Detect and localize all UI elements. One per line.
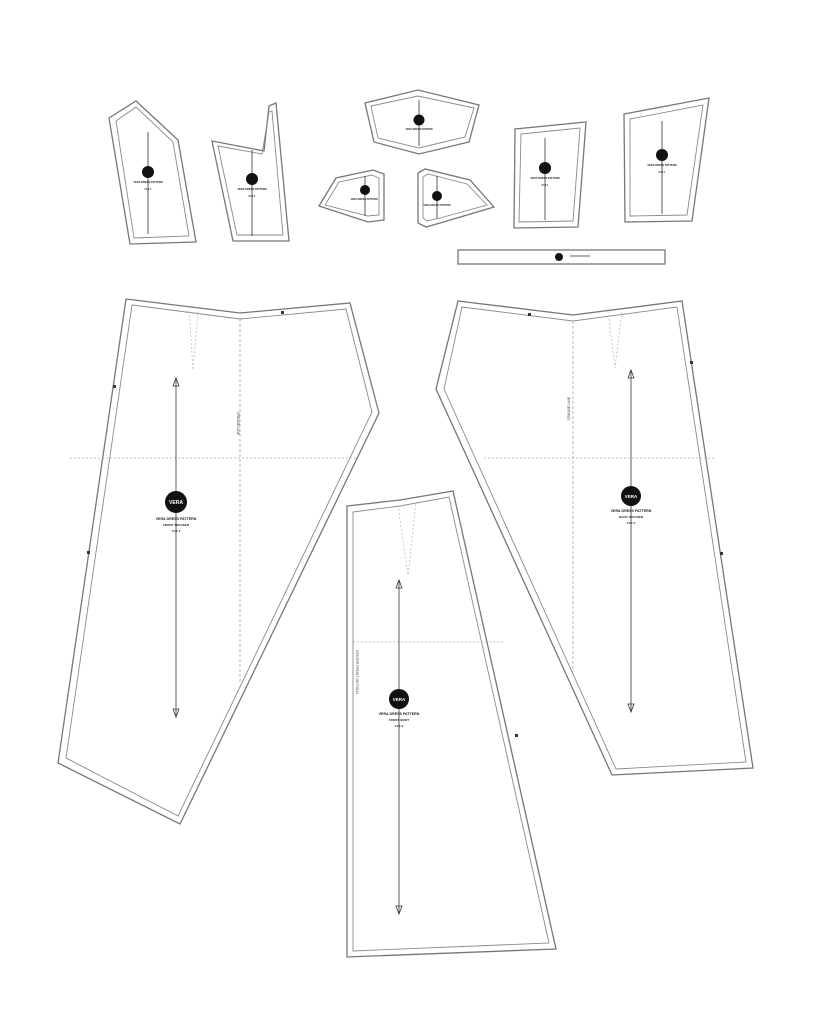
pattern-piece-facing-left[interactable]: VERA DRESS PATTERN CUT 1 — [513, 121, 587, 229]
brand-logo-icon — [413, 114, 425, 126]
notch-marker — [281, 311, 284, 314]
brand-logo-icon — [539, 162, 551, 174]
pattern-piece-collar-right[interactable]: VERA DRESS PATTERN — [417, 168, 496, 228]
piece-title: VERA DRESS PATTERN — [611, 509, 652, 513]
crease-line-label: CREASE LINE — [236, 412, 240, 436]
fold-line-label: CENTER FRONT ON FOLD — [355, 650, 359, 694]
notch-marker — [113, 385, 116, 388]
pattern-piece-front-skirt[interactable]: CENTER FRONT ON FOLD VERA VERA DRESS PAT… — [346, 490, 557, 958]
notch-marker — [515, 734, 518, 737]
piece-cut-label: CUT 1 — [659, 171, 667, 174]
brand-logo-icon — [621, 486, 641, 506]
piece-label: VERA DRESS PATTERN — [237, 187, 266, 191]
piece-label: VERA DRESS PATTERN — [423, 204, 450, 207]
pattern-piece-front-trouser[interactable]: CREASE LINE VERA VERA DRESS PATTERN FRON… — [57, 298, 380, 825]
brand-logo-icon — [142, 166, 154, 178]
notch-marker — [528, 313, 531, 316]
piece-label: VERA DRESS PATTERN — [405, 128, 432, 131]
brand-logo-text: VERA — [625, 494, 638, 499]
piece-label: VERA DRESS PATTERN — [647, 163, 676, 167]
piece-label: VERA DRESS PATTERN — [133, 180, 162, 184]
pattern-piece-facing-right[interactable]: VERA DRESS PATTERN CUT 1 — [623, 97, 710, 223]
brand-logo-icon — [656, 149, 668, 161]
brand-logo-icon — [432, 191, 442, 201]
piece-cut-label: CUT 1 — [145, 188, 153, 191]
piece-cut-label: CUT 1 — [542, 184, 550, 187]
notch-marker — [720, 552, 723, 555]
brand-logo: VERA — [389, 689, 409, 709]
brand-logo: VERA — [621, 486, 641, 506]
crease-line-label: CREASE LINE — [567, 396, 571, 420]
piece-name: FRONT SKIRT — [389, 718, 409, 722]
brand-logo-icon — [555, 253, 563, 261]
brand-logo: VERA — [165, 491, 187, 513]
piece-cut-label: CUT 2 — [395, 724, 404, 728]
pattern-piece-sleeve-left[interactable]: VERA DRESS PATTERN CUT 1 — [108, 100, 197, 245]
brand-logo-text: VERA — [393, 697, 406, 702]
brand-logo-text: VERA — [169, 500, 183, 506]
pattern-piece-collar-left[interactable]: VERA DRESS PATTERN — [318, 169, 385, 223]
piece-cut-label: CUT 2 — [172, 529, 181, 533]
piece-cut-label: CUT 2 — [627, 521, 636, 525]
brand-logo-icon — [389, 689, 409, 709]
pattern-piece-back-trouser[interactable]: CREASE LINE VERA VERA DRESS PATTERN BACK… — [435, 300, 754, 776]
piece-name: FRONT TROUSER — [163, 523, 190, 527]
piece-title: VERA DRESS PATTERN — [379, 712, 420, 716]
brand-logo-icon — [360, 185, 370, 195]
brand-logo-icon — [246, 173, 258, 185]
pattern-piece-sleeve-right[interactable]: VERA DRESS PATTERN CUT 1 — [211, 102, 290, 242]
pattern-piece-waistband[interactable] — [457, 249, 666, 265]
pattern-piece-top-center[interactable]: VERA DRESS PATTERN — [364, 89, 480, 155]
notch-marker — [690, 361, 693, 364]
piece-cut-label: CUT 1 — [249, 195, 257, 198]
piece-title: VERA DRESS PATTERN — [156, 517, 197, 521]
piece-label: VERA DRESS PATTERN — [530, 176, 559, 180]
piece-label: VERA DRESS PATTERN — [350, 198, 377, 201]
notch-marker — [87, 551, 90, 554]
piece-name: BACK TROUSER — [619, 515, 644, 519]
brand-logo-icon — [165, 491, 187, 513]
